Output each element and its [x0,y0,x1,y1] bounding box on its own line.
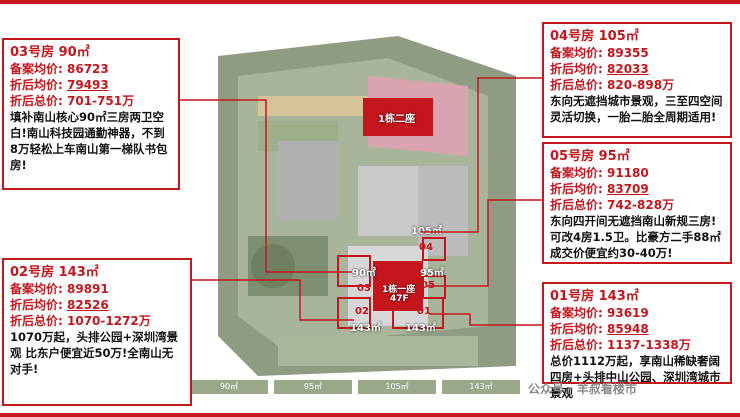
unit-04-total-label: 折后总价: [550,78,603,92]
unit-01-total-label: 折后总价: [550,338,603,352]
unit-05-filing-value: 91180 [607,166,649,180]
tower1-floors: 47F [390,294,409,304]
legend-105: 105㎡ [358,380,436,394]
unit-03-filing-label: 备案均价: [10,62,63,76]
plan-area-143-left: 143㎡ [350,323,381,334]
watermark: 公众号 · 羊叔看楼市 [528,382,637,396]
unit-03-desc: 填补南山核心90㎡三房两卫空白!南山科技园通勤神器，不到8万轻松上车南山第一梯队… [10,110,168,172]
unit-05-discount-value: 83709 [607,182,649,196]
unit-01-filing-value: 93619 [607,306,649,320]
legend-95: 95㎡ [274,380,352,394]
plan-label-02: 02 [355,306,369,317]
plan-area-95: 95㎡ [420,268,444,279]
unit-01-total-value: 1137-1338万 [607,338,691,352]
plan-area-143-right: 143㎡ [405,323,436,334]
unit-05-filing-label: 备案均价: [550,166,603,180]
unit-02-filing-value: 89891 [67,282,109,296]
unit-04-desc: 东向无遮挡城市景观，三至四空间灵活切换，一胎二胎全周期适用! [550,94,723,124]
plan-label-03: 03 [357,283,371,294]
top-red-border [0,0,740,4]
unit-04-filing-label: 备案均价: [550,46,603,60]
unit-05-desc: 东向四开间无遮挡南山新规三房!可改4房1.5卫。比豪方二手88㎡成交价便宜约30… [550,214,721,260]
unit-01-desc: 总价1112万起，享南山稀缺奢阔四房+头排中山公园、深圳湾城市景观 [550,354,721,400]
unit-02-card: 02号房 143㎡ 备案均价: 89891 折后均价: 82526 折后总价: … [2,258,192,406]
unit-02-total-value: 1070-1272万 [67,314,151,328]
tower2-label: 1栋二座 [378,114,415,125]
unit-01-discount-value: 85948 [607,322,649,336]
unit-01-filing-label: 备案均价: [550,306,603,320]
unit-05-total-value: 742-828万 [607,198,675,212]
unit-03-card: 03号房 90㎡ 备案均价: 86723 折后均价: 79493 折后总价: 7… [2,38,180,190]
unit-04-discount-value: 82033 [607,62,649,76]
unit-03-total-label: 折后总价: [10,94,63,108]
plan-label-04: 04 [419,242,433,253]
plan-label-01: 01 [417,306,431,317]
unit-02-title: 02号房 143㎡ [10,265,99,280]
unit-02-desc: 1070万起，头排公园+深圳湾景观 比东户便宜近50万!全南山无对手! [10,330,179,376]
unit-03-discount-value: 79493 [67,78,109,92]
unit-04-filing-value: 89355 [607,46,649,60]
unit-04-total-value: 820-898万 [607,78,675,92]
unit-05-discount-label: 折后均价: [550,182,603,196]
unit-05-card: 05号房 95㎡ 备案均价: 91180 折后均价: 83709 折后总价: 7… [542,142,732,264]
unit-05-total-label: 折后总价: [550,198,603,212]
unit-03-title: 03号房 90㎡ [10,45,90,60]
unit-02-total-label: 折后总价: [10,314,63,328]
legend-143: 143㎡ [442,380,520,394]
unit-03-discount-label: 折后均价: [10,78,63,92]
tower1-label: 1栋一座 [382,285,416,295]
plan-bottom-legend: 90㎡ 95㎡ 105㎡ 143㎡ [190,380,520,394]
unit-02-discount-label: 折后均价: [10,298,63,312]
bottom-red-border [0,413,740,417]
site-plan [218,36,516,402]
plan-area-90: 90㎡ [352,268,376,279]
legend-90: 90㎡ [190,380,268,394]
unit-03-filing-value: 86723 [67,62,109,76]
unit-02-filing-label: 备案均价: [10,282,63,296]
unit-04-title: 04号房 105㎡ [550,29,639,44]
unit-04-card: 04号房 105㎡ 备案均价: 89355 折后均价: 82033 折后总价: … [542,22,732,138]
unit-01-card: 01号房 143㎡ 备案均价: 93619 折后均价: 85948 折后总价: … [542,282,732,400]
unit-01-title: 01号房 143㎡ [550,289,639,304]
unit-01-discount-label: 折后均价: [550,322,603,336]
unit-05-title: 05号房 95㎡ [550,149,630,164]
unit-03-total-value: 701-751万 [67,94,135,108]
unit-04-discount-label: 折后均价: [550,62,603,76]
unit-02-discount-value: 82526 [67,298,109,312]
